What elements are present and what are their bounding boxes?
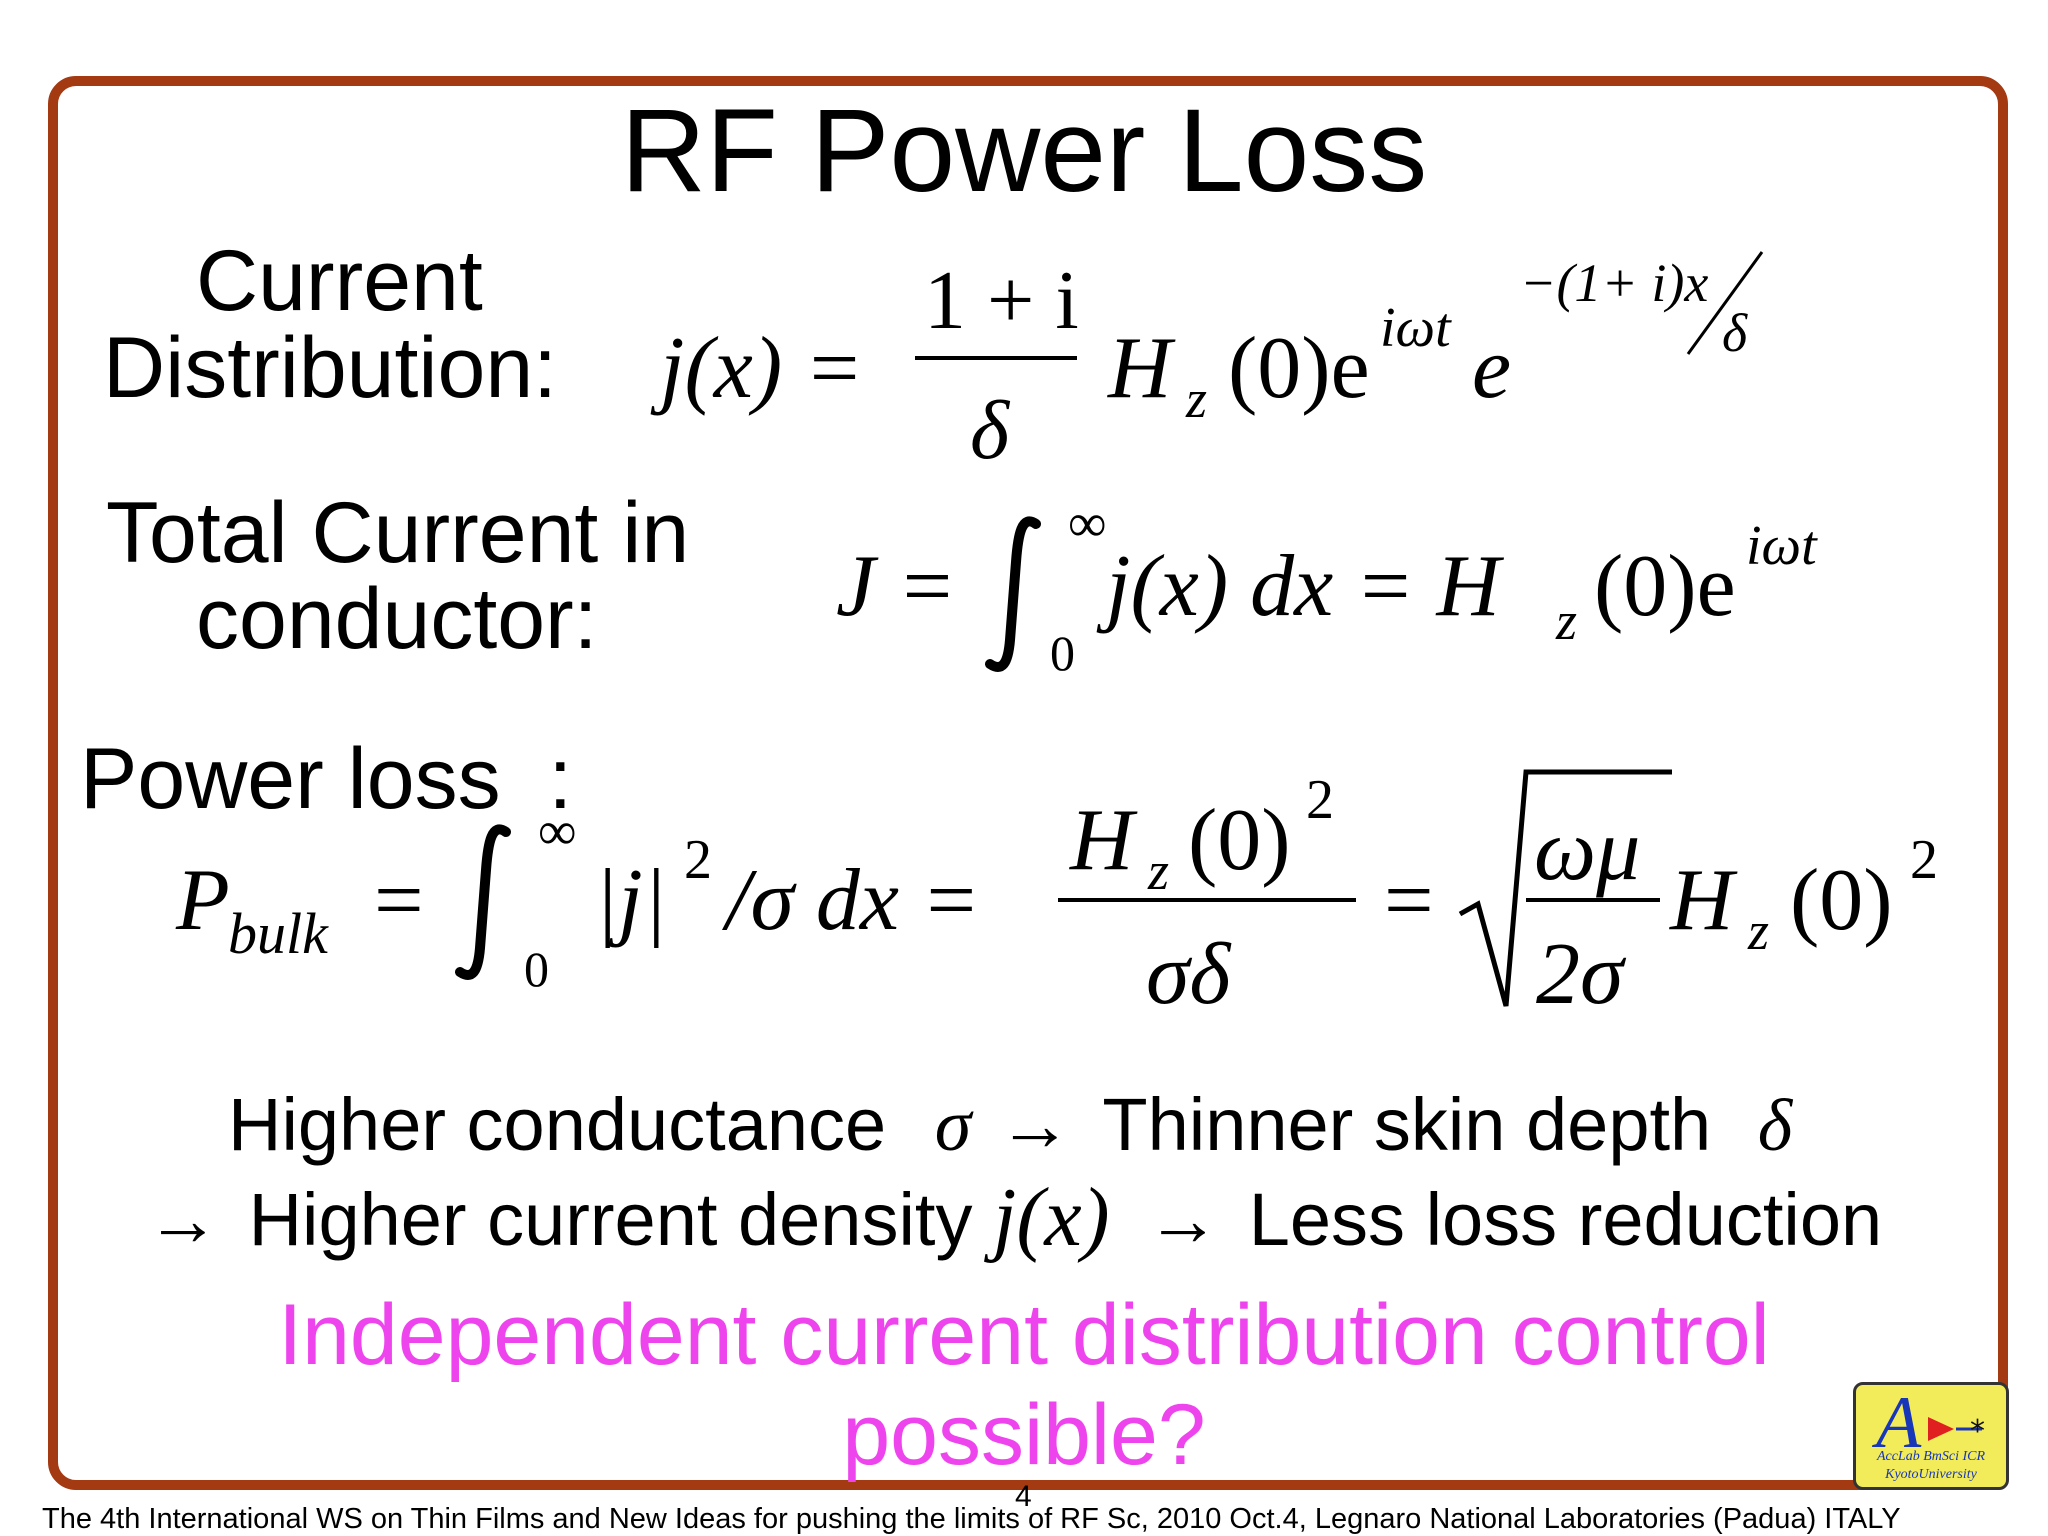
eq-current-rhs: (0)e [1228, 320, 1370, 417]
label-current-line2: Distribution: [103, 320, 558, 416]
slide-frame [48, 76, 2008, 1490]
label-current-line1: Current [196, 233, 483, 329]
eq-power-pow: 2 [684, 829, 712, 891]
eq-current-den: δ [970, 384, 1010, 477]
eq-power-num-sub: z [1148, 841, 1170, 901]
eq-power-tail-pow: 2 [1910, 829, 1938, 891]
arrow-icon: → [146, 1180, 220, 1262]
eq-current-exp-den: δ [1722, 303, 1748, 363]
eq-power-num-rest: (0) [1188, 792, 1291, 889]
eq-power-eq1: = [374, 852, 424, 949]
question-line1: Independent current distribution control [278, 1287, 1770, 1383]
eq-current-num: 1 + i [924, 254, 1079, 347]
eq-power-rest: /σ dx = [726, 852, 981, 949]
logo-letter: A [1876, 1382, 1922, 1464]
statement-higher-conductance: Higher conductance [228, 1083, 887, 1166]
eq-total-rhs: (0)e [1594, 538, 1736, 635]
eq-power-num-pow: 2 [1306, 769, 1334, 831]
arrow-icon: → [1146, 1180, 1221, 1262]
eq-current-h: H [1108, 320, 1172, 417]
eq-current-exp-num: −(1+ i)x [1520, 253, 1709, 313]
eq-total-upper: ∞ [1068, 493, 1107, 553]
eq-power-integrand: |j| [594, 852, 667, 949]
eq-total-lower: 0 [1050, 625, 1075, 681]
svg-text:*: * [1970, 1414, 1985, 1449]
eq-current-sup: iωt [1380, 297, 1451, 359]
eq-total-lhs: J = [836, 538, 957, 635]
slide-title: RF Power Loss [620, 85, 1428, 217]
eq-power-tail-sub: z [1748, 901, 1770, 961]
eq-total-integrand: j(x) dx = H [1106, 538, 1501, 635]
logo-arrow-star-icon: * [1928, 1414, 1985, 1449]
eq-power-den: σδ [1146, 926, 1231, 1023]
eq-current-lhs: j(x) = [660, 320, 864, 417]
logo-text-line2: KyotoUniversity [1885, 1467, 1977, 1482]
eq-current-sub: z [1186, 369, 1208, 429]
arrow-icon: → [997, 1085, 1072, 1167]
statement-line1: Higher conductance σ → Thinner skin dept… [228, 1088, 1792, 1164]
eq-power-num-h: H [1070, 792, 1134, 889]
eq-current-exp-e: e [1472, 320, 1512, 417]
eq-current-slash [1686, 251, 1764, 355]
eq-total-sub: z [1556, 591, 1578, 651]
acclab-logo: A * AccLab BmSci ICR KyotoUniversity [1853, 1382, 2009, 1490]
statement-less-loss-reduction: Less loss reduction [1248, 1178, 1883, 1261]
eq-power-sqrt-num: ωμ [1534, 802, 1641, 899]
eq-current-fraction-bar [915, 356, 1077, 360]
symbol-sigma: σ [934, 1085, 972, 1167]
integral-sign-power [455, 824, 511, 980]
label-total-line1: Total Current in [106, 485, 690, 581]
eq-power-lower: 0 [524, 941, 549, 997]
sqrt-sign [1458, 769, 1672, 1007]
eq-power-eq2: = [1384, 852, 1434, 949]
page-number: 4 [1015, 1480, 1032, 1513]
eq-power-tail-rest: (0) [1790, 852, 1893, 949]
footer-text: The 4th International WS on Thin Films a… [42, 1503, 1901, 1535]
eq-power-p-sub: bulk [228, 901, 328, 966]
eq-power-p: P [176, 852, 230, 949]
logo-text-line1: AccLab BmSci ICR [1876, 1449, 1986, 1464]
label-power-loss: Power loss : [80, 731, 573, 827]
statement-higher-current-density: Higher current density [248, 1178, 973, 1261]
eq-power-tail-h: H [1670, 852, 1734, 949]
eq-total-sup: iωt [1746, 515, 1817, 577]
statement-thinner-skin-depth: Thinner skin depth [1102, 1083, 1712, 1166]
symbol-delta: δ [1757, 1085, 1793, 1167]
label-total-line2: conductor: [196, 571, 598, 667]
symbol-jx: j(x) [993, 1171, 1110, 1264]
eq-power-fraction-bar [1058, 898, 1356, 902]
question-line2: possible? [842, 1387, 1206, 1483]
eq-power-sqrt-bar [1526, 898, 1660, 902]
integral-sign-total [985, 516, 1041, 672]
eq-power-upper: ∞ [538, 801, 577, 861]
eq-power-sqrt-den: 2σ [1536, 926, 1624, 1023]
statement-line2: → Higher current density j(x) → Less los… [146, 1176, 1882, 1260]
